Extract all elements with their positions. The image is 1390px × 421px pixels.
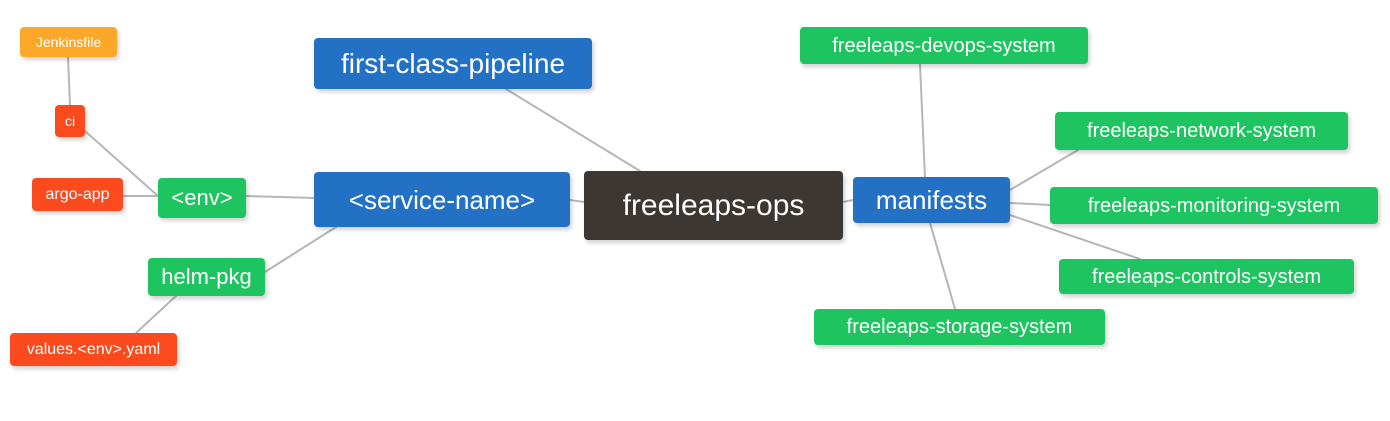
edge-jenkinsfile-to-ci (67, 56, 71, 106)
edge-helm-pkg-to-values-env-yaml (135, 295, 177, 334)
node-label-helm-pkg: helm-pkg (161, 264, 252, 289)
node-label-service-name: <service-name> (348, 184, 536, 215)
edge-manifests-to-freeleaps-devops-system (919, 63, 926, 178)
node-label-env: <env> (171, 185, 233, 210)
node-values-env-yaml[interactable]: values.<env>.yaml (10, 333, 177, 366)
node-ci[interactable]: ci (55, 105, 85, 137)
edge-freeleaps-ops-to-manifests (842, 199, 854, 203)
node-label-manifests: manifests (875, 185, 988, 215)
edge-env-to-service-name (245, 195, 315, 199)
node-label-argo-app: argo-app (45, 185, 110, 203)
node-label-freeleaps-network-system: freeleaps-network-system (1087, 120, 1316, 142)
edge-manifests-to-freeleaps-storage-system (929, 222, 956, 310)
node-first-class-pipeline[interactable]: first-class-pipeline (314, 38, 592, 89)
node-label-freeleaps-monitoring-system: freeleaps-monitoring-system (1087, 194, 1341, 217)
node-service-name[interactable]: <service-name> (314, 172, 570, 227)
node-label-values-env-yaml: values.<env>.yaml (26, 340, 161, 358)
node-freeleaps-network-system[interactable]: freeleaps-network-system (1055, 112, 1348, 150)
node-freeleaps-devops-system[interactable]: freeleaps-devops-system (800, 27, 1088, 64)
node-env[interactable]: <env> (158, 178, 246, 218)
node-label-freeleaps-controls-system: freeleaps-controls-system (1092, 265, 1321, 288)
node-label-jenkinsfile: Jenkinsfile (35, 34, 102, 50)
edge-service-name-to-freeleaps-ops (569, 199, 585, 203)
edge-manifests-to-freeleaps-network-system (1009, 149, 1079, 191)
edge-service-name-to-helm-pkg (264, 226, 337, 273)
node-freeleaps-ops[interactable]: freeleaps-ops (584, 171, 843, 240)
node-jenkinsfile[interactable]: Jenkinsfile (20, 27, 117, 57)
node-helm-pkg[interactable]: helm-pkg (148, 258, 265, 296)
node-freeleaps-controls-system[interactable]: freeleaps-controls-system (1059, 259, 1354, 294)
node-freeleaps-storage-system[interactable]: freeleaps-storage-system (814, 309, 1105, 345)
node-label-freeleaps-storage-system: freeleaps-storage-system (846, 316, 1073, 338)
node-label-ci: ci (64, 113, 76, 129)
node-label-freeleaps-devops-system: freeleaps-devops-system (832, 34, 1056, 57)
edge-first-class-pipeline-to-freeleaps-ops (505, 88, 641, 172)
node-argo-app[interactable]: argo-app (32, 178, 123, 211)
node-label-first-class-pipeline: first-class-pipeline (340, 47, 566, 79)
node-freeleaps-monitoring-system[interactable]: freeleaps-monitoring-system (1050, 187, 1378, 224)
node-label-freeleaps-ops: freeleaps-ops (622, 188, 805, 222)
edge-manifests-to-freeleaps-monitoring-system (1009, 202, 1051, 206)
node-manifests[interactable]: manifests (853, 177, 1010, 223)
